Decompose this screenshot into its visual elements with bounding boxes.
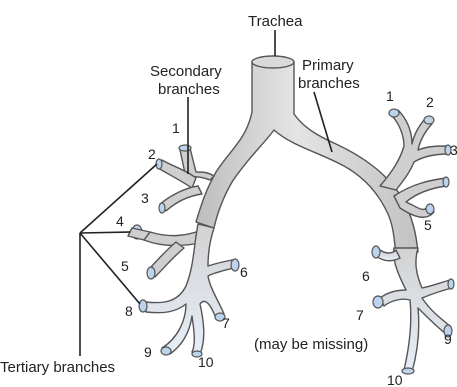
may-be-missing-label: (may be missing) [254, 336, 368, 353]
right-branch-number: 9 [444, 331, 452, 347]
left-branch-number: 3 [141, 190, 149, 206]
left-branch-number: 5 [121, 258, 129, 274]
primary-branches-label-line1: Primary [302, 57, 354, 74]
right-branch-number: 5 [424, 217, 432, 233]
trachea-opening [252, 56, 294, 68]
left-branch-number: 4 [116, 213, 124, 229]
trachea-label: Trachea [248, 13, 303, 30]
right-branch-number: 1 [386, 88, 394, 104]
right-branch-number: 2 [426, 94, 434, 110]
left-branch-number: 9 [144, 344, 152, 360]
secondary-branches-label-line1: Secondary [150, 63, 222, 80]
primary-branches-label-line2: branches [298, 75, 360, 92]
right-branch-number: 3 [450, 142, 457, 158]
secondary-branches-label-line2: branches [158, 81, 220, 98]
left-branch-number: 7 [222, 315, 230, 331]
left-branch-number: 10 [198, 354, 214, 370]
tertiary-branches-label: Tertiary branches [0, 359, 115, 376]
right-branch-number: 6 [362, 268, 370, 284]
left-branch-number: 6 [240, 264, 248, 280]
left-branch-number: 2 [148, 146, 156, 162]
right-branch-number: 7 [356, 307, 364, 323]
left-branch-number: 1 [172, 120, 180, 136]
left-branch-number: 8 [125, 303, 133, 319]
right-branch-number: 10 [387, 372, 403, 387]
